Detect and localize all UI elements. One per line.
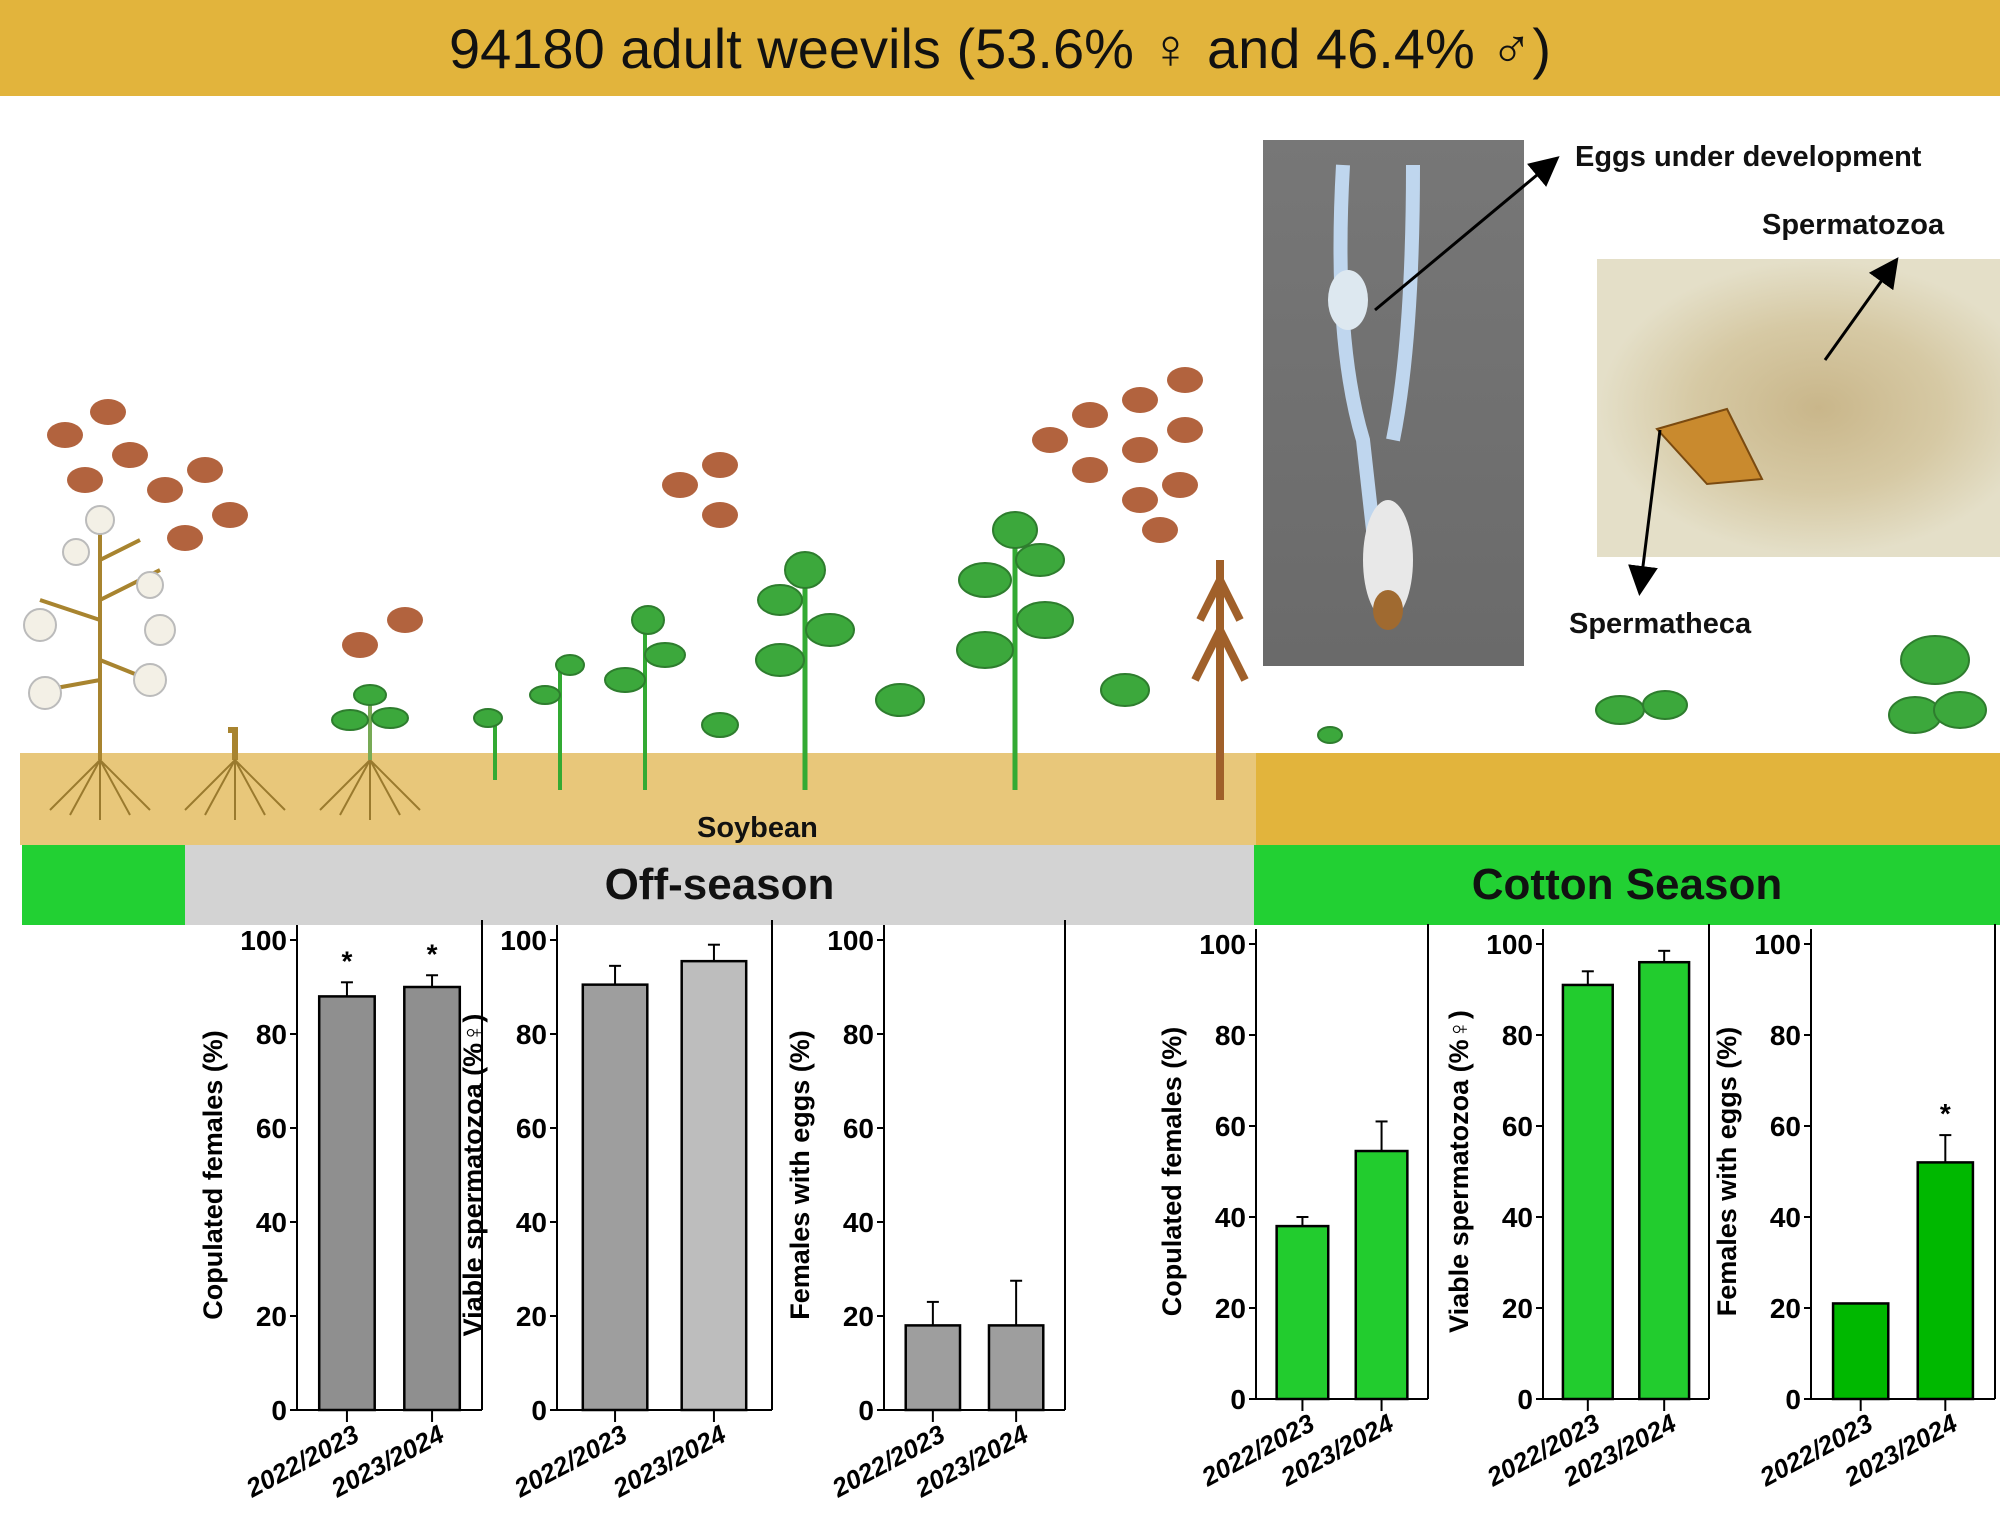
significance-marker: *	[1940, 1098, 1951, 1129]
y-tick-label: 0	[271, 1395, 287, 1426]
spermatozoa-label: Spermatozoa	[1762, 209, 1945, 241]
y-tick-label: 60	[1502, 1111, 1533, 1142]
y-tick-label: 60	[256, 1113, 287, 1144]
y-tick-label: 60	[1770, 1111, 1801, 1142]
green-band-left	[22, 845, 185, 925]
y-tick-label: 60	[843, 1113, 874, 1144]
title-banner: 94180 adult weevils (53.6% ♀ and 46.4% ♂…	[0, 0, 2000, 96]
bar	[680, 959, 748, 1412]
y-tick-label: 0	[1785, 1384, 1801, 1415]
y-tick-label: 20	[843, 1301, 874, 1332]
y-tick-label: 20	[516, 1301, 547, 1332]
y-tick-label: 100	[1754, 929, 1801, 960]
bar	[904, 1324, 962, 1412]
y-tick-label: 40	[516, 1207, 547, 1238]
y-tick-label: 100	[240, 925, 287, 956]
y-axis-label: Viable spermatozoa (%♀)	[1444, 1010, 1474, 1333]
soil-cotton-season	[1256, 753, 2000, 845]
y-tick-label: 80	[516, 1019, 547, 1050]
bar	[1275, 1224, 1330, 1401]
y-tick-label: 60	[1215, 1111, 1246, 1142]
stalk-icon	[228, 727, 238, 760]
y-axis-label: Females with eggs (%)	[785, 1030, 815, 1320]
y-tick-label: 80	[256, 1019, 287, 1050]
spermatheca-label: Spermatheca	[1569, 608, 1752, 640]
y-tick-label: 0	[1230, 1384, 1246, 1415]
y-tick-label: 80	[1215, 1020, 1246, 1051]
bar	[1561, 983, 1614, 1401]
y-tick-label: 0	[531, 1395, 547, 1426]
cotton-boll-icon	[23, 505, 176, 710]
y-tick-label: 80	[843, 1019, 874, 1050]
y-tick-label: 60	[516, 1113, 547, 1144]
bar	[403, 985, 462, 1412]
dry-soybean-icon	[1191, 560, 1249, 800]
y-tick-label: 100	[1199, 929, 1246, 960]
y-tick-label: 100	[500, 925, 547, 956]
y-axis-label: Females with eggs (%)	[1712, 1027, 1742, 1317]
cotton-plant-icon	[39, 520, 161, 760]
bar	[581, 983, 649, 1412]
y-tick-label: 0	[1517, 1384, 1533, 1415]
ovary-photo	[1263, 140, 1524, 666]
y-tick-label: 80	[1502, 1020, 1533, 1051]
x-tick-label: 2022/2023	[508, 1419, 632, 1504]
off-season-label: Off-season	[604, 860, 835, 909]
y-tick-label: 40	[843, 1207, 874, 1238]
y-tick-label: 20	[1215, 1293, 1246, 1324]
y-tick-label: 40	[1770, 1202, 1801, 1233]
y-tick-label: 100	[827, 925, 874, 956]
spermatheca-photo	[1597, 259, 2000, 557]
y-axis-label: Viable spermatozoa (%♀)	[458, 1014, 488, 1337]
y-axis-label: Copulated females (%)	[198, 1030, 228, 1320]
eggs-label: Eggs under development	[1575, 141, 1922, 173]
y-tick-label: 20	[256, 1301, 287, 1332]
y-tick-label: 100	[1486, 929, 1533, 960]
bar	[317, 995, 376, 1412]
y-tick-label: 40	[1502, 1202, 1533, 1233]
y-tick-label: 40	[1215, 1202, 1246, 1233]
y-tick-label: 20	[1770, 1293, 1801, 1324]
y-tick-label: 80	[1770, 1020, 1801, 1051]
soybean-plants-icon	[331, 511, 1987, 790]
bar	[1354, 1149, 1409, 1401]
y-tick-label: 0	[858, 1395, 874, 1426]
cotton-season-band: Cotton Season	[1254, 845, 2000, 925]
roots-icon	[49, 759, 421, 820]
off-season-band: Off-season	[185, 845, 1254, 925]
x-tick-label: 2023/2024	[607, 1419, 731, 1504]
bar	[1831, 1302, 1890, 1401]
weevil-icons	[47, 367, 1203, 658]
y-axis-label: Copulated females (%)	[1157, 1027, 1187, 1317]
soybean-label: Soybean	[697, 812, 818, 844]
bar	[1638, 960, 1691, 1401]
y-tick-label: 40	[256, 1207, 287, 1238]
significance-marker: *	[427, 938, 438, 969]
cotton-season-label: Cotton Season	[1471, 860, 1783, 909]
banner-title: 94180 adult weevils (53.6% ♀ and 46.4% ♂…	[449, 16, 1551, 80]
significance-marker: *	[341, 945, 352, 976]
y-tick-label: 20	[1502, 1293, 1533, 1324]
bar	[1916, 1161, 1975, 1401]
bar	[987, 1324, 1045, 1412]
